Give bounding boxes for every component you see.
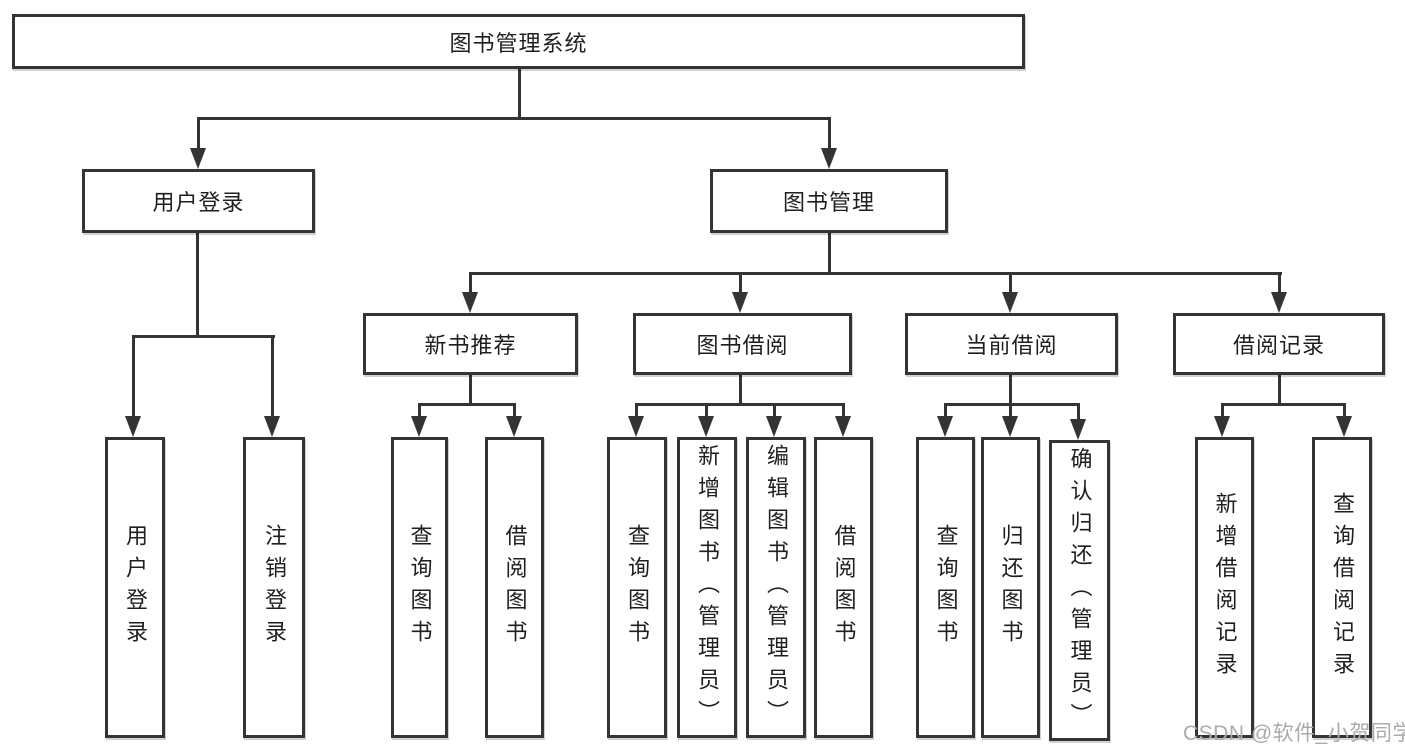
node-recommend-borrow-books: 借阅图书 (485, 437, 544, 738)
arrowhead-icon (125, 416, 141, 437)
arrowhead-icon (411, 416, 427, 437)
connector-line (705, 403, 708, 419)
connector-line (635, 403, 638, 419)
node-label: 注销登录 (262, 523, 287, 652)
node-label: 查询图书 (407, 523, 433, 652)
arrowhead-icon (732, 292, 748, 313)
node-new-book-recommendation: 新书推荐 (363, 313, 578, 375)
node-borrowing-edit-books-admin: 编辑图书（管理员） (746, 437, 806, 738)
connector-line (132, 335, 275, 338)
node-label: 用户登录 (152, 190, 245, 215)
arrowhead-icon (1002, 416, 1018, 437)
arrowhead-icon (1336, 416, 1352, 437)
node-borrowing-query-books: 查询图书 (607, 437, 667, 738)
node-borrowing-records: 借阅记录 (1173, 313, 1385, 375)
arrowhead-icon (264, 416, 280, 437)
connector-line (469, 272, 1282, 275)
connector-line (469, 375, 472, 406)
connector-line (132, 335, 135, 419)
arrowhead-icon (506, 416, 522, 437)
watermark: CSDN @软件_小贺同学 (1183, 722, 1405, 745)
node-user-login-branch: 用户登录 (82, 169, 315, 233)
node-current-return-books: 归还图书 (981, 437, 1040, 738)
arrowhead-icon (835, 416, 851, 437)
connector-line (271, 335, 274, 419)
node-label: 用户登录 (123, 523, 148, 652)
connector-line (1009, 375, 1012, 406)
node-label: 图书管理系统 (449, 30, 588, 56)
node-user-login: 用户登录 (105, 437, 165, 738)
connector-line (944, 403, 1080, 406)
connector-line (828, 233, 831, 275)
connector-line (828, 117, 831, 151)
node-current-confirm-return-admin: 确认归还（管理员） (1049, 440, 1110, 741)
node-label: 归还图书 (998, 523, 1024, 652)
node-borrowing-borrow-books: 借阅图书 (814, 437, 873, 738)
node-borrowing-add-books-admin: 新增图书（管理员） (677, 437, 737, 738)
connector-line (518, 68, 521, 120)
arrowhead-icon (698, 416, 714, 437)
node-records-query-record: 查询借阅记录 (1312, 437, 1372, 738)
node-records-add-record: 新增借阅记录 (1195, 437, 1254, 738)
arrowhead-icon (1002, 292, 1018, 313)
arrowhead-icon (766, 416, 782, 437)
node-book-management-branch: 图书管理 (710, 169, 948, 233)
node-current-query-books: 查询图书 (916, 437, 975, 738)
node-label: 当前借阅 (965, 333, 1058, 358)
connector-line (1221, 403, 1345, 406)
connector-line (197, 117, 831, 120)
connector-line (197, 117, 200, 151)
arrowhead-icon (821, 148, 837, 169)
connector-line (635, 403, 845, 406)
connector-line (418, 403, 516, 406)
node-current-borrowing: 当前借阅 (905, 313, 1118, 375)
node-label: 查询图书 (933, 523, 959, 652)
arrowhead-icon (1271, 292, 1287, 313)
arrowhead-icon (1214, 416, 1230, 437)
connector-line (842, 403, 845, 419)
connector-line (1009, 272, 1012, 296)
arrowhead-icon (628, 416, 644, 437)
node-label: 借阅记录 (1232, 333, 1325, 358)
connector-line (739, 272, 742, 296)
node-label: 新增借阅记录 (1212, 491, 1238, 684)
connector-line (739, 375, 742, 406)
connector-line (1278, 272, 1281, 296)
arrowhead-icon (937, 416, 953, 437)
connector-line (513, 403, 516, 419)
node-library-management-system: 图书管理系统 (12, 14, 1025, 69)
connector-line (418, 403, 421, 419)
node-label: 确认归还（管理员） (1067, 446, 1093, 735)
connector-line (1278, 375, 1281, 406)
arrowhead-icon (190, 148, 206, 169)
node-label: 查询图书 (625, 523, 650, 652)
connector-line (1343, 403, 1346, 419)
connector-line (196, 233, 199, 337)
node-logout: 注销登录 (243, 437, 305, 738)
arrowhead-icon (462, 292, 478, 313)
node-book-borrowing: 图书借阅 (633, 313, 852, 375)
connector-line (1221, 403, 1224, 419)
node-label: 新书推荐 (424, 333, 517, 358)
connector-line (1009, 403, 1012, 419)
node-label: 借阅图书 (831, 523, 857, 652)
node-label: 借阅图书 (502, 523, 528, 652)
connector-line (944, 403, 947, 419)
connector-line (469, 272, 472, 296)
node-label: 图书借阅 (696, 333, 789, 358)
node-label: 编辑图书（管理员） (764, 443, 789, 732)
arrowhead-icon (1070, 419, 1086, 440)
connector-line (773, 403, 776, 419)
node-recommend-query-books: 查询图书 (391, 437, 448, 738)
node-label: 查询借阅记录 (1330, 491, 1355, 684)
node-label: 图书管理 (782, 190, 875, 215)
connector-line (1077, 403, 1080, 421)
node-label: 新增图书（管理员） (695, 443, 720, 732)
